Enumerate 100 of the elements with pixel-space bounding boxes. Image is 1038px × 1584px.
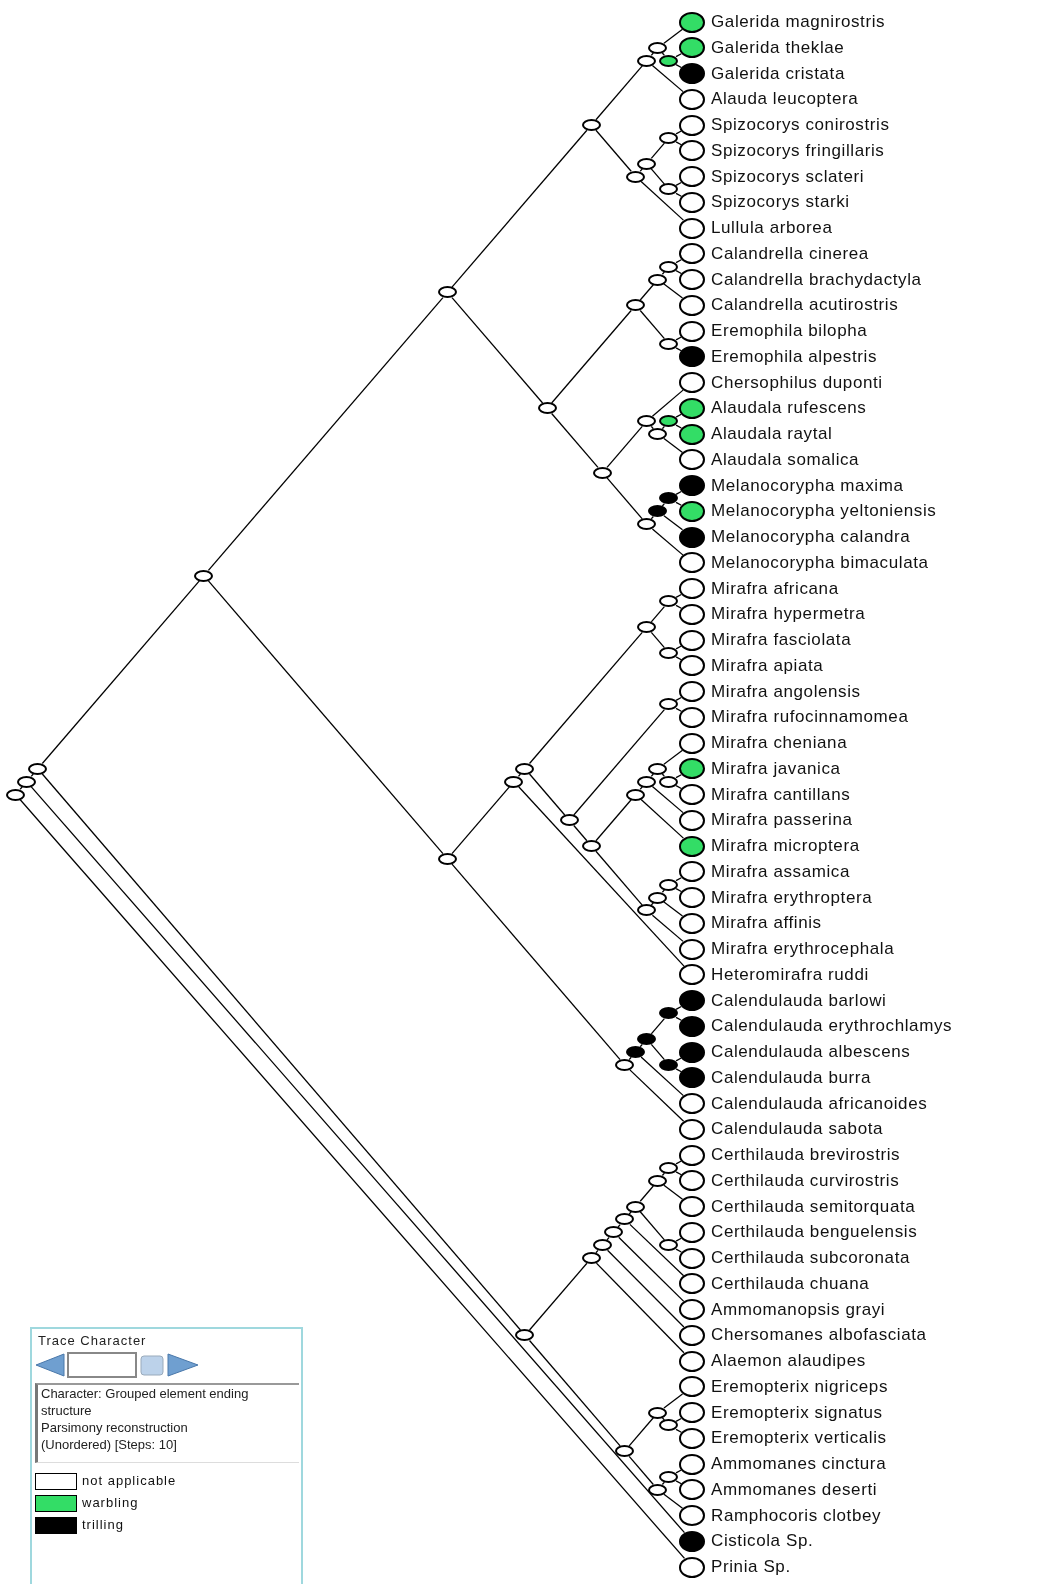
taxon-label: Ammomanes deserti (711, 1479, 878, 1500)
taxon-label: Melanocorypha calandra (711, 527, 911, 547)
tree-branch (19, 786, 23, 790)
taxon-label: Chersophilus duponti (711, 372, 883, 393)
taxon-label: Calendulauda erythrochlamys (711, 1016, 953, 1037)
tree-branch (628, 1211, 632, 1215)
tree-branch (639, 1185, 654, 1202)
tip-node-circle (679, 1247, 705, 1269)
node-circle (648, 428, 668, 440)
node-circle (615, 1213, 635, 1226)
tree-branch (675, 501, 682, 506)
taxon-label: Calendulauda sabota (711, 1119, 884, 1140)
tree-branch (675, 887, 682, 893)
tree-branch (675, 604, 682, 609)
tree-branch (663, 749, 684, 765)
tip-node-circle (679, 835, 705, 857)
node-circle (637, 621, 657, 634)
tree-branch (451, 129, 588, 288)
tree-branch (663, 1184, 684, 1200)
node-circle (515, 1329, 535, 1342)
taxon-label: Chersomanes albofasciata (711, 1325, 927, 1346)
taxon-label: Mirafra cheniana (711, 733, 848, 753)
taxon-label: Spizocorys starki (711, 192, 850, 213)
tree-branch (675, 656, 682, 661)
taxon-label: Certhilauda brevirostris (711, 1145, 901, 1165)
taxon-label: Galerida theklae (711, 37, 845, 58)
tree-branch (629, 1223, 685, 1277)
node-circle (659, 337, 679, 350)
tip-node-circle (679, 346, 705, 368)
taxon-label: Mirafra erythroptera (711, 887, 873, 908)
node-circle (648, 762, 668, 775)
tree-branch (628, 1417, 654, 1447)
taxon-label: Calendulauda africanoides (711, 1093, 928, 1114)
tree-branch (650, 425, 654, 430)
node-circle (659, 1239, 679, 1252)
taxon-label: Mirafra assamica (711, 861, 851, 882)
tree-branch (639, 309, 666, 340)
taxon-label: Alaudala rufescens (711, 398, 867, 419)
taxon-label: Eremopterix signatus (711, 1402, 883, 1423)
tip-node-circle (679, 449, 705, 471)
tree-branch (528, 631, 643, 765)
tree-branch (651, 914, 684, 942)
tree-branch (675, 1417, 682, 1423)
tree-branch (663, 28, 684, 44)
tree-branch (675, 1171, 682, 1176)
tip-node-circle (679, 372, 705, 393)
tip-node-circle (679, 1118, 705, 1140)
tip-node-circle (679, 1015, 705, 1037)
taxon-label: Mirafra rufocinnamomea (711, 707, 909, 728)
node-circle (28, 762, 48, 775)
node-circle (659, 1419, 679, 1432)
taxon-label: Eremophila alpestris (711, 346, 877, 367)
tree-branch (451, 786, 511, 855)
taxon-label: Mirafra fasciolata (711, 630, 852, 650)
tree-branch (639, 1211, 666, 1241)
node-circle (637, 904, 657, 917)
node-circle (648, 1483, 668, 1496)
node-circle (659, 595, 679, 608)
taxon-label: Galerida cristata (711, 63, 845, 84)
tree-branch (451, 863, 621, 1061)
tree-branch (675, 130, 682, 135)
taxon-label: Mirafra javanica (711, 758, 841, 779)
tip-node-circle (679, 1530, 705, 1552)
tree-branch (517, 773, 522, 777)
node-circle (659, 54, 679, 67)
tip-node-circle (679, 629, 705, 651)
tree-branch (617, 1224, 621, 1228)
tip-node-circle (679, 655, 705, 677)
tip-node-circle (679, 500, 705, 522)
taxon-label: Mirafra africana (711, 578, 839, 599)
tip-node-circle (679, 140, 705, 162)
node-circle (659, 878, 679, 891)
tip-node-circle (679, 861, 705, 883)
tree-branch (661, 1172, 666, 1177)
tree-branch (663, 283, 684, 299)
tip-node-circle (679, 63, 705, 84)
tip-node-circle (679, 758, 705, 780)
panel-title: Trace Character (38, 1333, 147, 1348)
taxon-label: Alaudala raytal (711, 424, 833, 444)
tree-branch (663, 1393, 684, 1409)
tree-branch (518, 786, 685, 967)
taxon-label: Certhilauda chuana (711, 1273, 870, 1294)
tip-node-circle (679, 320, 705, 342)
tree-branch (663, 1493, 684, 1509)
tree-branch (675, 1016, 682, 1021)
taxon-label: Spizocorys conirostris (711, 115, 890, 135)
tip-node-circle (679, 578, 705, 599)
node-circle (659, 260, 679, 273)
node-circle (637, 157, 657, 170)
node-circle (648, 505, 668, 518)
tree-branch (675, 269, 682, 275)
tree-branch (675, 877, 682, 882)
tip-node-circle (679, 964, 705, 986)
taxon-label: Mirafra apiata (711, 655, 824, 676)
tree-branch (661, 773, 666, 777)
tree-branch (650, 773, 654, 777)
node-circle (659, 1470, 679, 1483)
tree-branch (675, 181, 682, 187)
taxon-label: Mirafra microptera (711, 836, 860, 856)
node-circle (659, 698, 679, 711)
